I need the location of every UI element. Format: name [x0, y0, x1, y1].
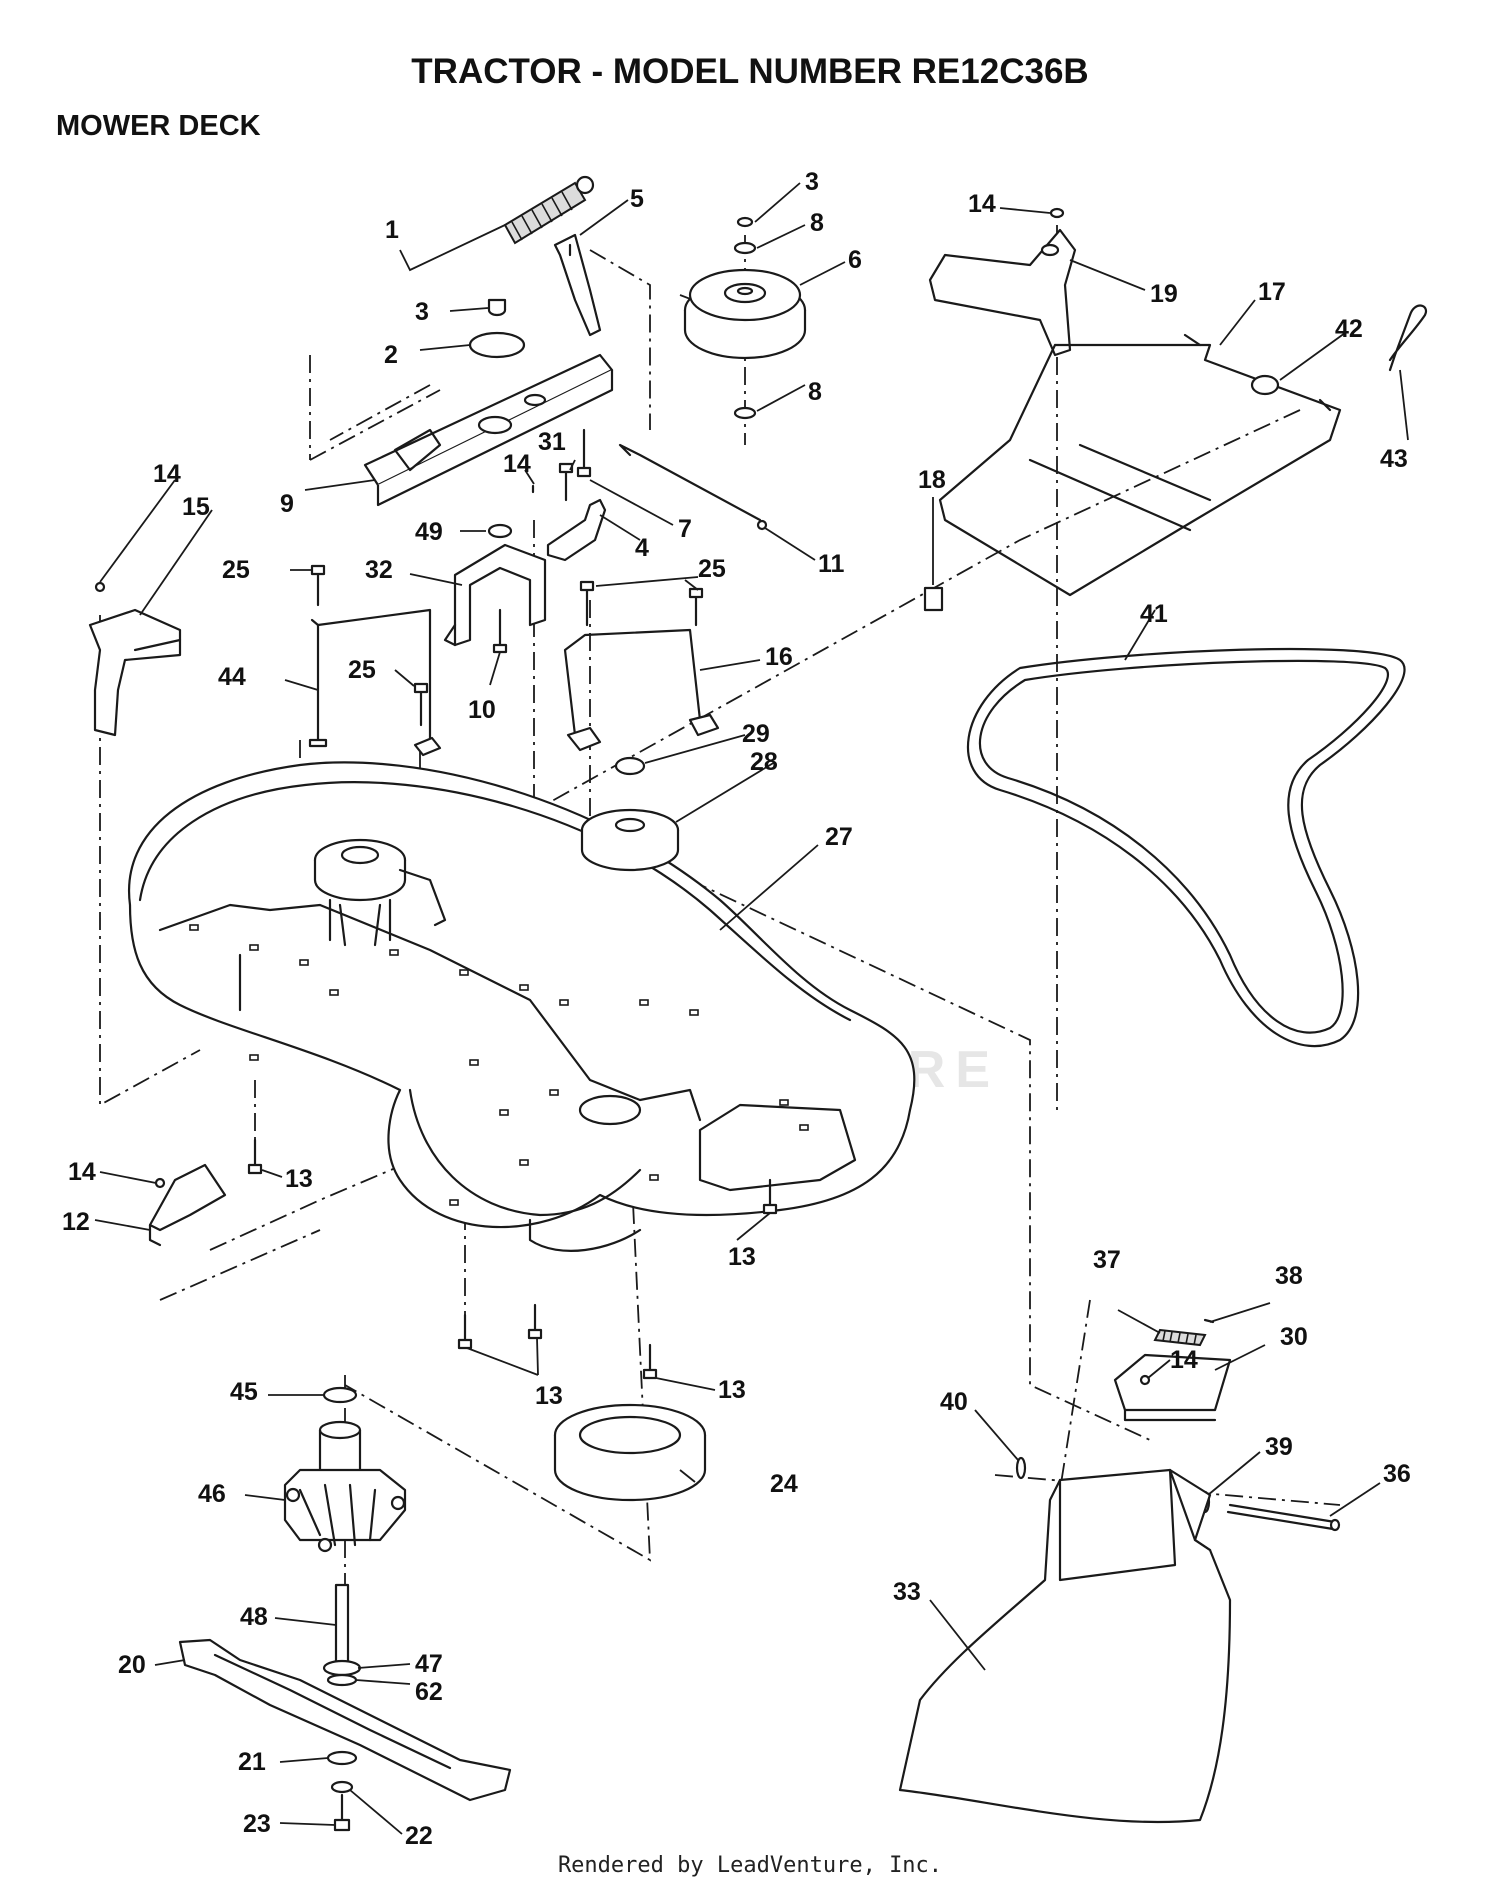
- grass-bag-part-33: [898, 1468, 1232, 1824]
- callout-8: 8: [810, 209, 824, 237]
- callout-17: 17: [1258, 278, 1286, 306]
- bolts-part-25: [310, 564, 704, 727]
- callout-11: 11: [818, 550, 845, 578]
- callout-39: 39: [1265, 1433, 1293, 1461]
- callout-25: 25: [222, 556, 250, 584]
- callout-13: 13: [728, 1243, 756, 1271]
- bolts-and-bracket: [531, 428, 768, 562]
- callout-37: 37: [1093, 1246, 1121, 1274]
- idler-pulley-part-6: [683, 216, 807, 420]
- spindle-shaft-part-48: [322, 1583, 362, 1687]
- lift-bracket-part-19: [928, 207, 1077, 357]
- callout-7: 7: [678, 515, 692, 543]
- bracket-part-32: [443, 523, 547, 654]
- callout-42: 42: [1335, 315, 1363, 343]
- callout-18: 18: [918, 466, 946, 494]
- idler-arm-plate-part-9: [363, 298, 614, 507]
- callout-62: 62: [415, 1678, 443, 1706]
- callout-27: 27: [825, 823, 853, 851]
- callout-14: 14: [968, 190, 996, 218]
- callout-24: 24: [770, 1470, 798, 1498]
- callout-5: 5: [630, 185, 644, 213]
- callout-31: 31: [538, 428, 566, 456]
- footer-credit: Rendered by LeadVenture, Inc.: [557, 1853, 943, 1878]
- callout-44: 44: [218, 663, 246, 691]
- callout-21: 21: [238, 1748, 266, 1776]
- pulley-part-28: [580, 756, 680, 872]
- hanger-bracket-part-16: [563, 628, 720, 752]
- callout-4: 4: [635, 534, 649, 562]
- bolts-part-13: [247, 1138, 778, 1380]
- callout-1: 1: [385, 216, 399, 244]
- callout-13: 13: [285, 1165, 313, 1193]
- callout-10: 10: [468, 696, 496, 724]
- callout-46: 46: [198, 1480, 226, 1508]
- callout-19: 19: [1150, 280, 1178, 308]
- callout-3: 3: [805, 168, 819, 196]
- callout-36: 36: [1383, 1460, 1411, 1488]
- idler-arm-part-5: [553, 233, 602, 337]
- callout-14: 14: [68, 1158, 96, 1186]
- bracket-part-15: [88, 581, 182, 737]
- blade-part-20: [178, 1638, 512, 1802]
- bracket-part-12: [148, 1163, 227, 1247]
- belt-part-41: [966, 647, 1406, 1048]
- callout-45: 45: [230, 1378, 258, 1406]
- callout-41: 41: [1140, 600, 1168, 628]
- spindle-assembly-on-deck: [313, 838, 447, 947]
- callout-16: 16: [765, 643, 793, 671]
- callout-30: 30: [1280, 1323, 1308, 1351]
- callout-29: 29: [742, 720, 770, 748]
- deflector-part-30: [1113, 1318, 1232, 1422]
- callout-25: 25: [698, 555, 726, 583]
- callout-14: 14: [153, 460, 181, 488]
- spacer-part-24: [553, 1403, 707, 1502]
- callout-20: 20: [118, 1651, 146, 1679]
- callout-22: 22: [405, 1822, 433, 1850]
- callout-43: 43: [1380, 445, 1408, 473]
- spring-part-1: [503, 175, 595, 245]
- section-title: MOWER DECK: [56, 110, 261, 142]
- callout-48: 48: [240, 1603, 268, 1631]
- mower-deck-part-27: [127, 761, 916, 1252]
- callout-40: 40: [940, 1388, 968, 1416]
- callout-3: 3: [415, 298, 429, 326]
- callout-49: 49: [415, 518, 443, 546]
- page-title: TRACTOR - MODEL NUMBER RE12C36B: [411, 52, 1089, 91]
- blade-hardware: [326, 1750, 358, 1832]
- callout-13: 13: [718, 1376, 746, 1404]
- callout-47: 47: [415, 1650, 443, 1678]
- callout-14: 14: [1170, 1346, 1198, 1374]
- callout-13: 13: [535, 1382, 563, 1410]
- callout-28: 28: [750, 748, 778, 776]
- callout-6: 6: [848, 246, 862, 274]
- leader-lines: [94, 182, 1409, 1835]
- spindle-housing-part-46: [283, 1386, 407, 1553]
- lift-handle-part-17: [923, 304, 1428, 612]
- hanger-bracket-part-44: [308, 608, 442, 757]
- callout-8: 8: [808, 378, 822, 406]
- callout-12: 12: [62, 1208, 90, 1236]
- callout-38: 38: [1275, 1262, 1303, 1290]
- callout-15: 15: [182, 493, 210, 521]
- callout-25: 25: [348, 656, 376, 684]
- callout-9: 9: [280, 490, 294, 518]
- callout-14: 14: [503, 450, 531, 478]
- callout-23: 23: [243, 1810, 271, 1838]
- callout-33: 33: [893, 1578, 921, 1606]
- callout-2: 2: [384, 341, 398, 369]
- callout-32: 32: [365, 556, 393, 584]
- callout-labels: 1 2 3 3 4 5 6 7 8 8 9 10 11 12 13 13 13 …: [62, 168, 1411, 1850]
